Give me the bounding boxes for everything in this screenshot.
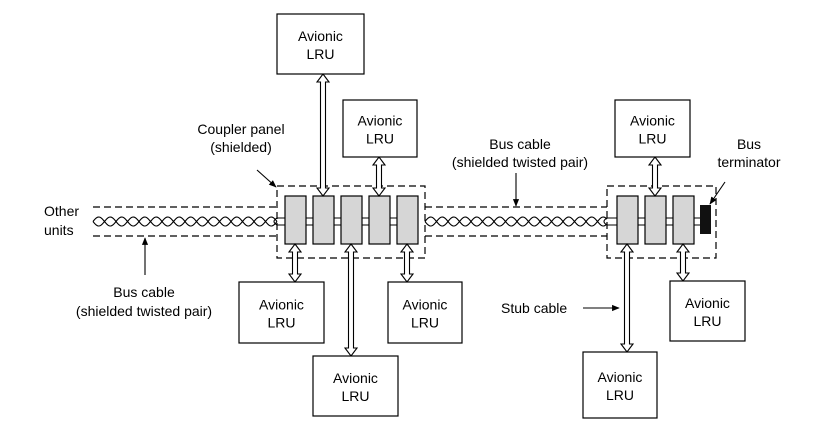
stub-cable-label: Stub cable: [501, 300, 567, 316]
coupler-box: [312, 195, 335, 245]
coupler-panel-right: [606, 185, 717, 259]
bus-cable-left-label: (shielded twisted pair): [76, 303, 212, 319]
lru-box: [342, 99, 418, 158]
coupler-box: [396, 195, 419, 245]
pointer-arrows: [141, 169, 726, 312]
labels: Other units Coupler panel (shielded) Bus…: [44, 121, 781, 319]
lru-label: LRU: [366, 131, 394, 147]
lru-box: [614, 99, 691, 158]
other-units-label: units: [44, 222, 74, 238]
coupler-box: [672, 195, 695, 245]
lru-label: Avionic: [598, 369, 643, 385]
lru-label: LRU: [267, 315, 295, 331]
stub-cable: [647, 156, 663, 197]
lru-box: [312, 355, 399, 417]
bus-terminator: [700, 205, 711, 234]
stub-cable: [343, 243, 359, 357]
lru-box: [238, 281, 325, 344]
lru-label: Avionic: [333, 370, 378, 386]
lru-label: Avionic: [403, 297, 448, 313]
lru-label: LRU: [411, 315, 439, 331]
middle-bus-cable: [425, 206, 607, 237]
coupler-group-right: [616, 195, 695, 245]
stub-cable: [619, 243, 635, 353]
lru-label: Avionic: [298, 28, 343, 44]
bus-cable-mid-label: (shielded twisted pair): [452, 154, 588, 170]
coupler-group-left: [284, 195, 419, 245]
lru-box: [669, 280, 746, 342]
lru-label: Avionic: [630, 113, 675, 129]
middle-twisted-pair: [424, 216, 608, 227]
lru-box: [276, 13, 365, 75]
lru-label: Avionic: [685, 295, 730, 311]
stub-cable: [315, 73, 331, 197]
bus-terminator-label: Bus: [737, 136, 761, 152]
coupler-box: [284, 195, 307, 245]
lru-label: LRU: [306, 46, 334, 62]
coupler-box: [340, 195, 363, 245]
lru-label: LRU: [606, 387, 634, 403]
lru-label: Avionic: [358, 113, 403, 129]
bus-terminator-pointer: [709, 181, 726, 205]
lru-box: [387, 281, 463, 344]
coupler-box: [368, 195, 391, 245]
stub-cable: [399, 243, 415, 283]
lru-label: LRU: [638, 131, 666, 147]
coupler-panel-label: (shielded): [210, 139, 271, 155]
bus-cable-mid-label: Bus cable: [489, 136, 551, 152]
coupler-box: [616, 195, 639, 245]
left-twisted-pair: [92, 216, 278, 227]
stub-cable: [371, 156, 387, 197]
bus-terminator-label: terminator: [717, 154, 780, 170]
lru-label: Avionic: [259, 297, 304, 313]
stub-cable: [675, 243, 691, 282]
lru-label: LRU: [693, 313, 721, 329]
lru-label: LRU: [341, 388, 369, 404]
coupler-box: [644, 195, 667, 245]
coupler-panel-label: Coupler panel: [197, 121, 284, 137]
other-units-label: Other: [44, 203, 79, 219]
left-bus-cable: [93, 206, 277, 237]
coupler-panel-pointer: [256, 169, 277, 188]
lru-box: [582, 351, 658, 419]
bus-cable-left-label: Bus cable: [113, 284, 175, 300]
lru-boxes: AvionicLRUAvionicLRUAvionicLRUAvionicLRU…: [238, 13, 746, 419]
stub-cable: [287, 243, 303, 283]
